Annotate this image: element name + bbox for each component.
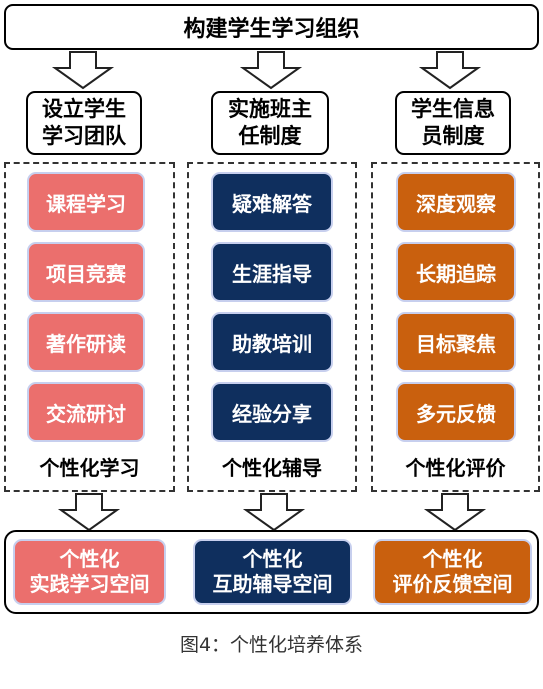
space-line: 个性化 [422, 547, 483, 571]
header-line: 学生信息 [411, 97, 495, 121]
space-evaluation-feedback: 个性化 评价反馈空间 [373, 539, 532, 605]
column-container-tutoring [187, 162, 357, 492]
item-career-guidance: 生涯指导 [211, 242, 333, 302]
space-mutual-tutoring: 个性化 互助辅导空间 [193, 539, 352, 605]
item-deep-observation: 深度观察 [396, 172, 516, 232]
item-course-study: 课程学习 [27, 172, 145, 232]
item-goal-focus: 目标聚焦 [396, 312, 516, 372]
item-long-term-tracking: 长期追踪 [396, 242, 516, 302]
figure-caption: 图4：个性化培养体系 [179, 634, 364, 656]
column-container-evaluation [371, 162, 540, 492]
arrow-down-icon [239, 51, 303, 90]
space-line: 实践学习空间 [29, 572, 150, 596]
column-header-info-officer: 学生信息 员制度 [395, 91, 511, 155]
header-line: 设立学生 [42, 97, 126, 121]
space-line: 互助辅导空间 [212, 572, 333, 596]
item-book-reading: 著作研读 [27, 312, 145, 372]
space-line: 评价反馈空间 [392, 572, 513, 596]
item-project-competition: 项目竞赛 [27, 242, 145, 302]
column-label-learning: 个性化学习 [39, 455, 140, 480]
column-label-evaluation: 个性化评价 [405, 455, 506, 480]
item-diverse-feedback: 多元反馈 [396, 382, 516, 442]
system-title: 构建学生学习组织 [4, 4, 539, 50]
header-line: 员制度 [421, 124, 485, 148]
arrow-down-icon [51, 51, 115, 90]
header-line: 实施班主 [228, 97, 312, 121]
space-line: 个性化 [59, 547, 120, 571]
item-question-answering: 疑难解答 [211, 172, 333, 232]
space-line: 个性化 [242, 547, 303, 571]
space-practice-learning: 个性化 实践学习空间 [13, 539, 166, 605]
header-line: 学习团队 [42, 124, 126, 148]
header-line: 任制度 [238, 124, 302, 148]
arrow-down-icon [57, 493, 121, 532]
arrow-down-icon [418, 51, 482, 90]
column-header-head-teacher: 实施班主 任制度 [211, 91, 329, 155]
column-header-learning-team: 设立学生 学习团队 [26, 91, 142, 155]
item-exchange-discussion: 交流研讨 [27, 382, 145, 442]
column-container-learning [4, 162, 175, 492]
column-label-tutoring: 个性化辅导 [222, 455, 322, 480]
item-experience-sharing: 经验分享 [211, 382, 333, 442]
arrow-down-icon [423, 493, 487, 532]
item-ta-training: 助教培训 [211, 312, 333, 372]
arrow-down-icon [242, 493, 306, 532]
